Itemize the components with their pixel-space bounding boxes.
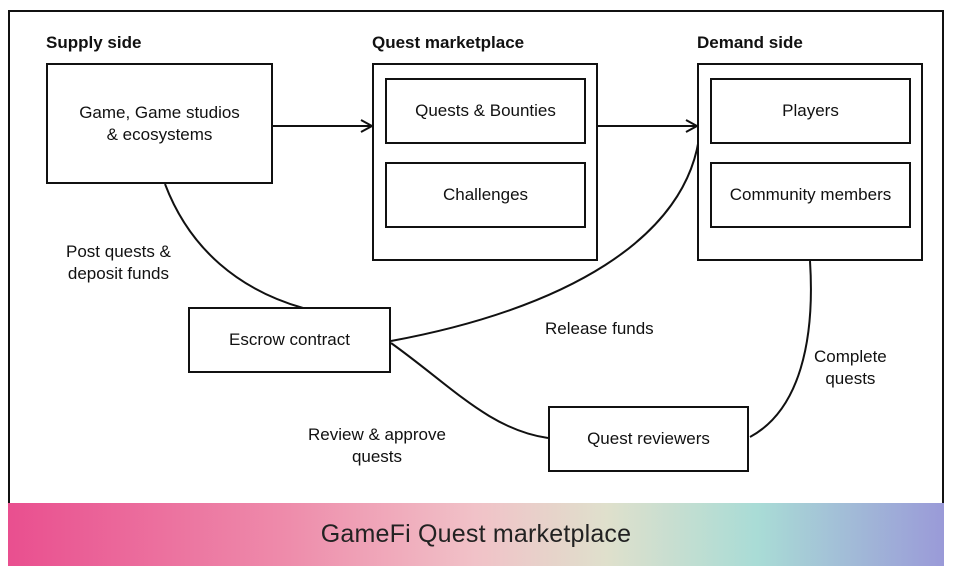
edge-escrow-to-reviewers [390,342,549,439]
challenges-node: Challenges [385,162,586,228]
post-quests-label: Post quests & deposit funds [66,241,171,285]
post-quests-line-1: Post quests & [66,242,171,261]
complete-quests-line-1: Complete [814,347,887,366]
review-approve-line-2: quests [351,447,403,466]
quests-bounties-node: Quests & Bounties [385,78,586,144]
community-members-label: Community members [729,185,892,204]
players-node: Players [710,78,911,144]
complete-quests-line-2: quests [825,369,876,388]
edge-demand-to-reviewers [749,260,812,438]
quests-bounties-label: Quests & Bounties [415,101,556,120]
game-studios-line-1: Game, Game studios [79,102,240,122]
title-banner: GameFi Quest marketplace [8,503,944,566]
complete-quests-label: Complete quests [814,346,887,390]
banner-title: GameFi Quest marketplace [320,520,632,548]
quest-marketplace-heading: Quest marketplace [372,33,525,52]
release-funds-label: Release funds [545,319,654,338]
players-label: Players [782,101,839,120]
edge-studios-to-escrow [164,183,304,309]
community-members-node: Community members [710,162,911,228]
edge-escrow-to-demand [390,129,701,342]
supply-side-heading: Supply side [46,33,142,52]
game-studios-line-2: & ecosystems [106,124,213,144]
challenges-label: Challenges [442,185,529,204]
review-approve-line-1: Review & approve [308,425,446,444]
game-studios-node: Game, Game studios & ecosystems [46,63,273,184]
demand-side-heading: Demand side [697,33,803,52]
post-quests-line-2: deposit funds [67,264,170,283]
quest-reviewers-label: Quest reviewers [587,429,710,448]
escrow-contract-node: Escrow contract [188,307,391,373]
quest-reviewers-node: Quest reviewers [548,406,749,472]
review-approve-label: Review & approve quests [308,424,446,468]
escrow-contract-label: Escrow contract [229,330,350,349]
